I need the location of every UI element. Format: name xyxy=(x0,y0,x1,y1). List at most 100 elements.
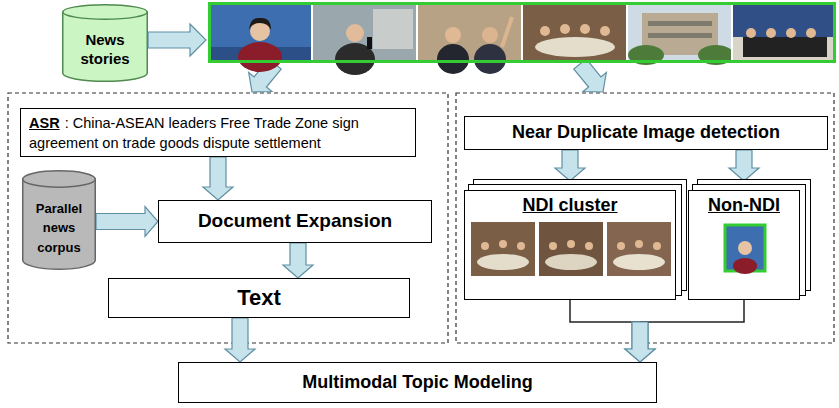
heading-label: NDI cluster xyxy=(522,195,617,215)
photo-table xyxy=(545,254,597,270)
photo-face xyxy=(549,242,557,250)
block-arrow xyxy=(555,150,585,181)
text-panel xyxy=(8,93,448,343)
node-label: Document Expansion xyxy=(198,210,392,231)
block-arrow xyxy=(283,243,313,278)
frame-person xyxy=(238,42,282,72)
frame-gap xyxy=(416,3,418,62)
node-label: : China-ASEAN leaders Free Trade Zone si… xyxy=(29,115,359,150)
frame-face xyxy=(806,28,816,38)
photo-face xyxy=(481,242,489,250)
frame-people xyxy=(743,37,827,57)
frame-building xyxy=(373,9,413,49)
photo-face xyxy=(653,242,661,250)
video-frame xyxy=(628,3,734,65)
frame-hair xyxy=(249,18,271,30)
asr-box: ASR: China-ASEAN leaders Free Trade Zone… xyxy=(20,108,416,157)
frame-windows xyxy=(648,21,712,26)
photo-face xyxy=(499,240,507,248)
model-box: Multimodal Topic Modeling xyxy=(178,362,657,403)
block-arrow-shape xyxy=(625,322,655,362)
cylinder-body xyxy=(63,12,148,81)
node-label: Near Duplicate Image detection xyxy=(512,122,780,142)
block-arrow-shape xyxy=(203,157,233,200)
frame-face xyxy=(580,24,590,34)
video-frame xyxy=(418,3,522,74)
frame-gap xyxy=(626,3,628,62)
frame-face xyxy=(482,27,498,43)
storage-cylinder: News stories xyxy=(62,4,148,82)
block-arrow-shape xyxy=(555,150,585,181)
video-frame xyxy=(313,3,417,75)
block-arrow-shape xyxy=(283,243,313,278)
photo-face xyxy=(635,240,643,248)
heading-label: Non-NDI xyxy=(708,195,780,215)
block-arrow xyxy=(225,318,255,362)
block-arrow xyxy=(203,157,233,200)
image-panel xyxy=(456,93,834,343)
cylinder-top xyxy=(23,171,96,188)
frame-gap xyxy=(731,3,733,62)
photo-table xyxy=(477,254,529,270)
block-arrow xyxy=(96,207,158,237)
frame-gap xyxy=(311,3,313,62)
corpus-cylinder: Parallel news corpus xyxy=(22,170,96,270)
merge-bracket xyxy=(570,300,640,322)
photo xyxy=(471,222,535,276)
cluster-stack: NDI cluster xyxy=(464,190,676,300)
merge-bracket xyxy=(640,300,744,322)
cluster-stack: Non-NDI xyxy=(688,190,800,300)
heading-label: ASR xyxy=(29,115,60,131)
frame-face xyxy=(786,28,796,38)
node-label: News stories xyxy=(80,31,129,67)
photo-face xyxy=(517,242,525,250)
block-arrow-shape xyxy=(96,207,158,237)
frame-table xyxy=(535,37,615,57)
photo xyxy=(539,222,603,276)
block-arrow xyxy=(570,300,655,362)
frame-face xyxy=(445,27,461,43)
block-arrow xyxy=(148,24,206,56)
photo-table xyxy=(613,254,665,270)
block-arrow-shape xyxy=(729,150,759,181)
frame-person xyxy=(437,44,469,74)
block-arrow-shape xyxy=(225,318,255,362)
cylinder-outline xyxy=(22,170,96,270)
frame-arm xyxy=(502,17,512,47)
photo xyxy=(607,222,671,276)
process-box: Near Duplicate Image detection xyxy=(464,116,828,150)
frame-windows xyxy=(648,33,712,38)
block-arrow xyxy=(625,300,744,362)
frame-face xyxy=(346,24,364,42)
non-ndi-photo xyxy=(725,225,765,274)
photo-person xyxy=(733,258,757,274)
ndi-photos xyxy=(471,222,671,276)
frame-face xyxy=(540,26,550,36)
node-label: Parallel news corpus xyxy=(36,201,82,254)
block-arrow xyxy=(729,150,759,181)
frame-microphone xyxy=(367,37,372,49)
frame-face xyxy=(746,28,756,38)
frame-face xyxy=(766,28,776,38)
video-frame xyxy=(523,3,627,62)
photo-face xyxy=(585,242,593,250)
frame-floor xyxy=(733,37,836,62)
node-label: Multimodal Topic Modeling xyxy=(302,372,533,392)
block-arrow xyxy=(574,59,607,92)
frame-ground xyxy=(418,3,522,62)
photo-face xyxy=(738,241,752,255)
frame-gap xyxy=(521,3,523,62)
frame-ground xyxy=(523,3,627,62)
filmstrip-border xyxy=(210,4,835,62)
cylinder-top xyxy=(63,5,148,20)
block-arrow-shape xyxy=(625,322,655,362)
photo-face xyxy=(567,240,575,248)
frame-person xyxy=(474,44,506,74)
frame-face xyxy=(600,26,610,36)
video-frame xyxy=(733,3,836,62)
process-box: Document Expansion xyxy=(158,200,432,243)
photo-face xyxy=(617,242,625,250)
frame-face xyxy=(560,24,570,34)
node-label: Text xyxy=(237,285,281,310)
frame-banner xyxy=(733,3,836,62)
